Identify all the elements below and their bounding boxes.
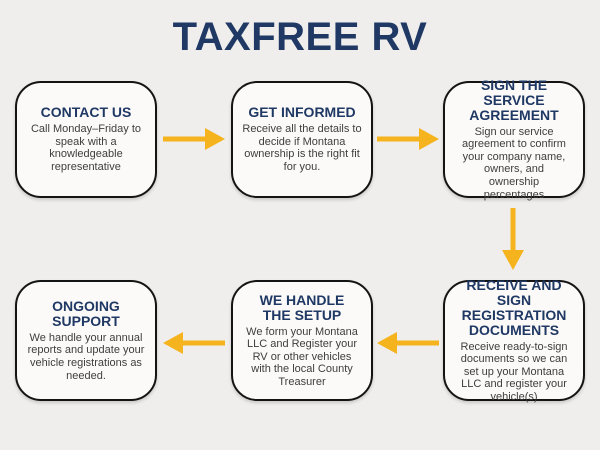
arrow-left-icon (377, 332, 439, 354)
step-description: We form your Montana LLC and Register yo… (246, 325, 358, 388)
step-description: Receive all the details to decide if Mon… (242, 123, 362, 174)
step-box-ongoing-support: ONGOING SUPPORT We handle your annual re… (15, 280, 157, 401)
step-description: Sign our service agreement to confirm yo… (462, 125, 566, 201)
arrow-right-icon (377, 128, 439, 150)
step-heading: GET INFORMED (248, 104, 356, 121)
step-description: Receive ready-to-sign documents so we ca… (460, 340, 568, 403)
step-heading: CONTACT US (40, 104, 132, 121)
step-box-receive-sign-documents: RECEIVE AND SIGN REGISTRATION DOCUMENTS … (443, 276, 585, 403)
step-box-contact-us: CONTACT US Call Monday–Friday to speak w… (15, 81, 157, 198)
step-heading: ONGOING SUPPORT (52, 297, 120, 329)
step-heading: SIGN THE SERVICE AGREEMENT (469, 76, 559, 123)
step-box-sign-service-agreement: SIGN THE SERVICE AGREEMENT Sign our serv… (443, 76, 585, 201)
page-title: TAXFREE RV (172, 15, 428, 59)
step-heading: WE HANDLE THE SETUP (259, 291, 345, 323)
arrow-left-icon (163, 332, 225, 354)
step-description: We handle your annual reports and update… (27, 331, 145, 382)
step-box-get-informed: GET INFORMED Receive all the details to … (231, 81, 373, 198)
arrow-right-icon (163, 128, 225, 150)
step-heading: RECEIVE AND SIGN REGISTRATION DOCUMENTS (461, 276, 567, 338)
arrow-down-icon (502, 208, 524, 270)
step-description: Call Monday–Friday to speak with a knowl… (30, 123, 142, 174)
step-box-we-handle-setup: WE HANDLE THE SETUP We form your Montana… (231, 280, 373, 401)
